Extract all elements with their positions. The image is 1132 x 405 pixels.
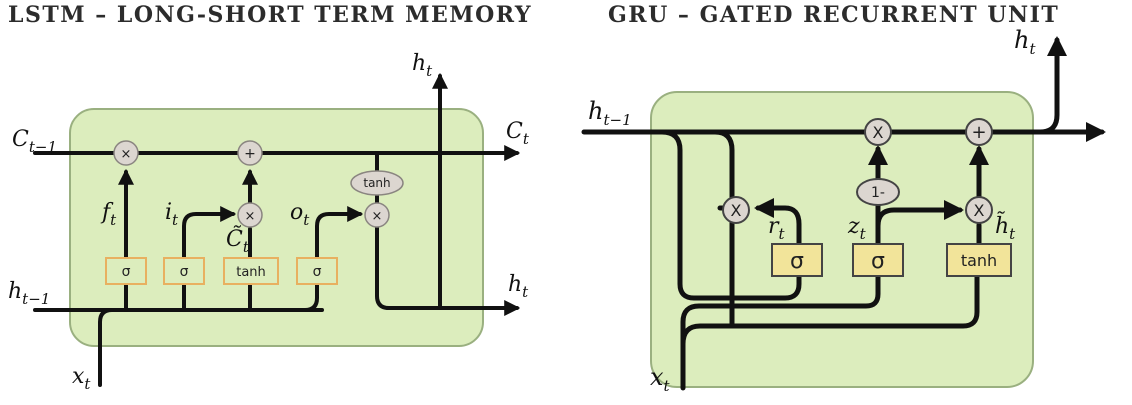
lstm-output-gate-arrow — [315, 206, 364, 260]
gru-hidden-up-line — [1037, 36, 1067, 135]
gru-label-h-prev: ht−1 — [588, 97, 632, 129]
gru-input-bus-tanh — [680, 273, 980, 347]
gru-input-line — [680, 273, 881, 391]
lstm-output-gate — [296, 257, 338, 285]
gru-title: GRU – GATED RECURRENT UNIT — [608, 2, 1060, 28]
lstm-gate-label-o: σ — [313, 264, 322, 280]
lstm-label-x: xt — [72, 364, 91, 393]
lstm-candidate-gate — [223, 257, 279, 285]
lstm-label-h-prev: ht−1 — [8, 279, 50, 308]
lstm-gate-label-f: σ — [122, 264, 131, 280]
lstm-input-line — [98, 308, 114, 387]
lstm-label-i: it — [165, 200, 179, 229]
lstm-gate-label-i: σ — [180, 264, 189, 280]
lstm-add-op — [237, 140, 263, 166]
gru-reset-mult — [722, 196, 750, 224]
gru-top-mult — [864, 118, 892, 146]
lstm-label-c-tilde: C̃t — [226, 226, 250, 256]
gru-label-x: xt — [650, 363, 671, 395]
lstm-forget-mult — [113, 140, 139, 166]
lstm-cell-box — [69, 108, 484, 347]
lstm-label-h-out-right: ht — [508, 272, 529, 301]
lstm-input-mult — [237, 202, 263, 228]
gru-gate-label-z: σ — [871, 249, 885, 274]
gru-add-op — [965, 118, 993, 146]
gru-label-z: zt — [847, 214, 867, 243]
gru-branch-reset — [659, 129, 802, 301]
gru-update-gate — [852, 243, 904, 277]
lstm-label-o: ot — [290, 200, 310, 229]
lstm-input-gate-arrow — [182, 206, 237, 260]
gru-label-r: rt — [768, 214, 786, 243]
gru-ops: X + X X 1- — [722, 118, 993, 224]
lstm-label-c-out: Ct — [506, 119, 530, 148]
lstm-title: LSTM – LONG-SHORT TERM MEMORY — [8, 2, 533, 28]
gru-add-symbol: + — [971, 122, 986, 143]
lstm-gates: σ σ tanh σ — [105, 257, 338, 285]
lstm-label-c-prev: Ct−1 — [12, 127, 57, 156]
lstm-gate-label-c: tanh — [236, 265, 266, 280]
gru-label-h-tilde: h̃t — [995, 212, 1016, 243]
lstm-forget-mult-symbol: × — [121, 147, 132, 162]
gru-cand-mult — [965, 196, 993, 224]
gru-z-to-cand-mult — [875, 200, 964, 229]
lstm-tanh-symbol: tanh — [363, 176, 390, 190]
lstm-input-gate — [163, 257, 205, 285]
lstm-label-h-out-top: ht — [412, 51, 433, 80]
lstm-forget-gate — [105, 257, 147, 285]
gru-gate-label-h: tanh — [961, 251, 997, 270]
lstm-output-mult — [364, 202, 390, 228]
lstm-ops: × + × × tanh — [113, 140, 404, 228]
gru-gates: σ σ tanh — [771, 243, 1012, 277]
gru-cand-mult-symbol: X — [974, 201, 985, 220]
gru-top-mult-symbol: X — [873, 123, 884, 142]
gru-diagram: σ σ tanh X + X X 1- ht−1 ht xt rt zt h̃t — [581, 26, 1106, 395]
gru-reset-mult-symbol: X — [731, 201, 742, 220]
lstm-output-mult-symbol: × — [372, 209, 383, 224]
gru-branch-mult — [712, 129, 735, 329]
lstm-tanh-op — [350, 170, 404, 196]
lstm-labels: Ct−1 Ct ht−1 ht ht xt ft it C̃t ot — [8, 51, 530, 393]
gru-reset-gate — [771, 243, 823, 277]
gru-candidate-gate — [946, 243, 1012, 277]
gru-gate-label-r: σ — [790, 249, 804, 274]
gru-one-minus-symbol: 1- — [871, 185, 885, 201]
gru-one-minus-op — [856, 178, 900, 206]
lstm-diagram: σ σ tanh σ × + × × tanh Ct−1 Ct ht−1 ht … — [8, 51, 530, 393]
gru-labels: ht−1 ht xt rt zt h̃t — [588, 26, 1036, 395]
lstm-input-mult-symbol: × — [245, 209, 256, 224]
lstm-hidden-out-line — [375, 226, 521, 316]
gru-cell-box — [650, 91, 1034, 388]
lstm-add-symbol: + — [244, 146, 256, 162]
lstm-gate-stub-o — [248, 282, 319, 312]
gru-label-h-out-top: ht — [1014, 26, 1036, 58]
